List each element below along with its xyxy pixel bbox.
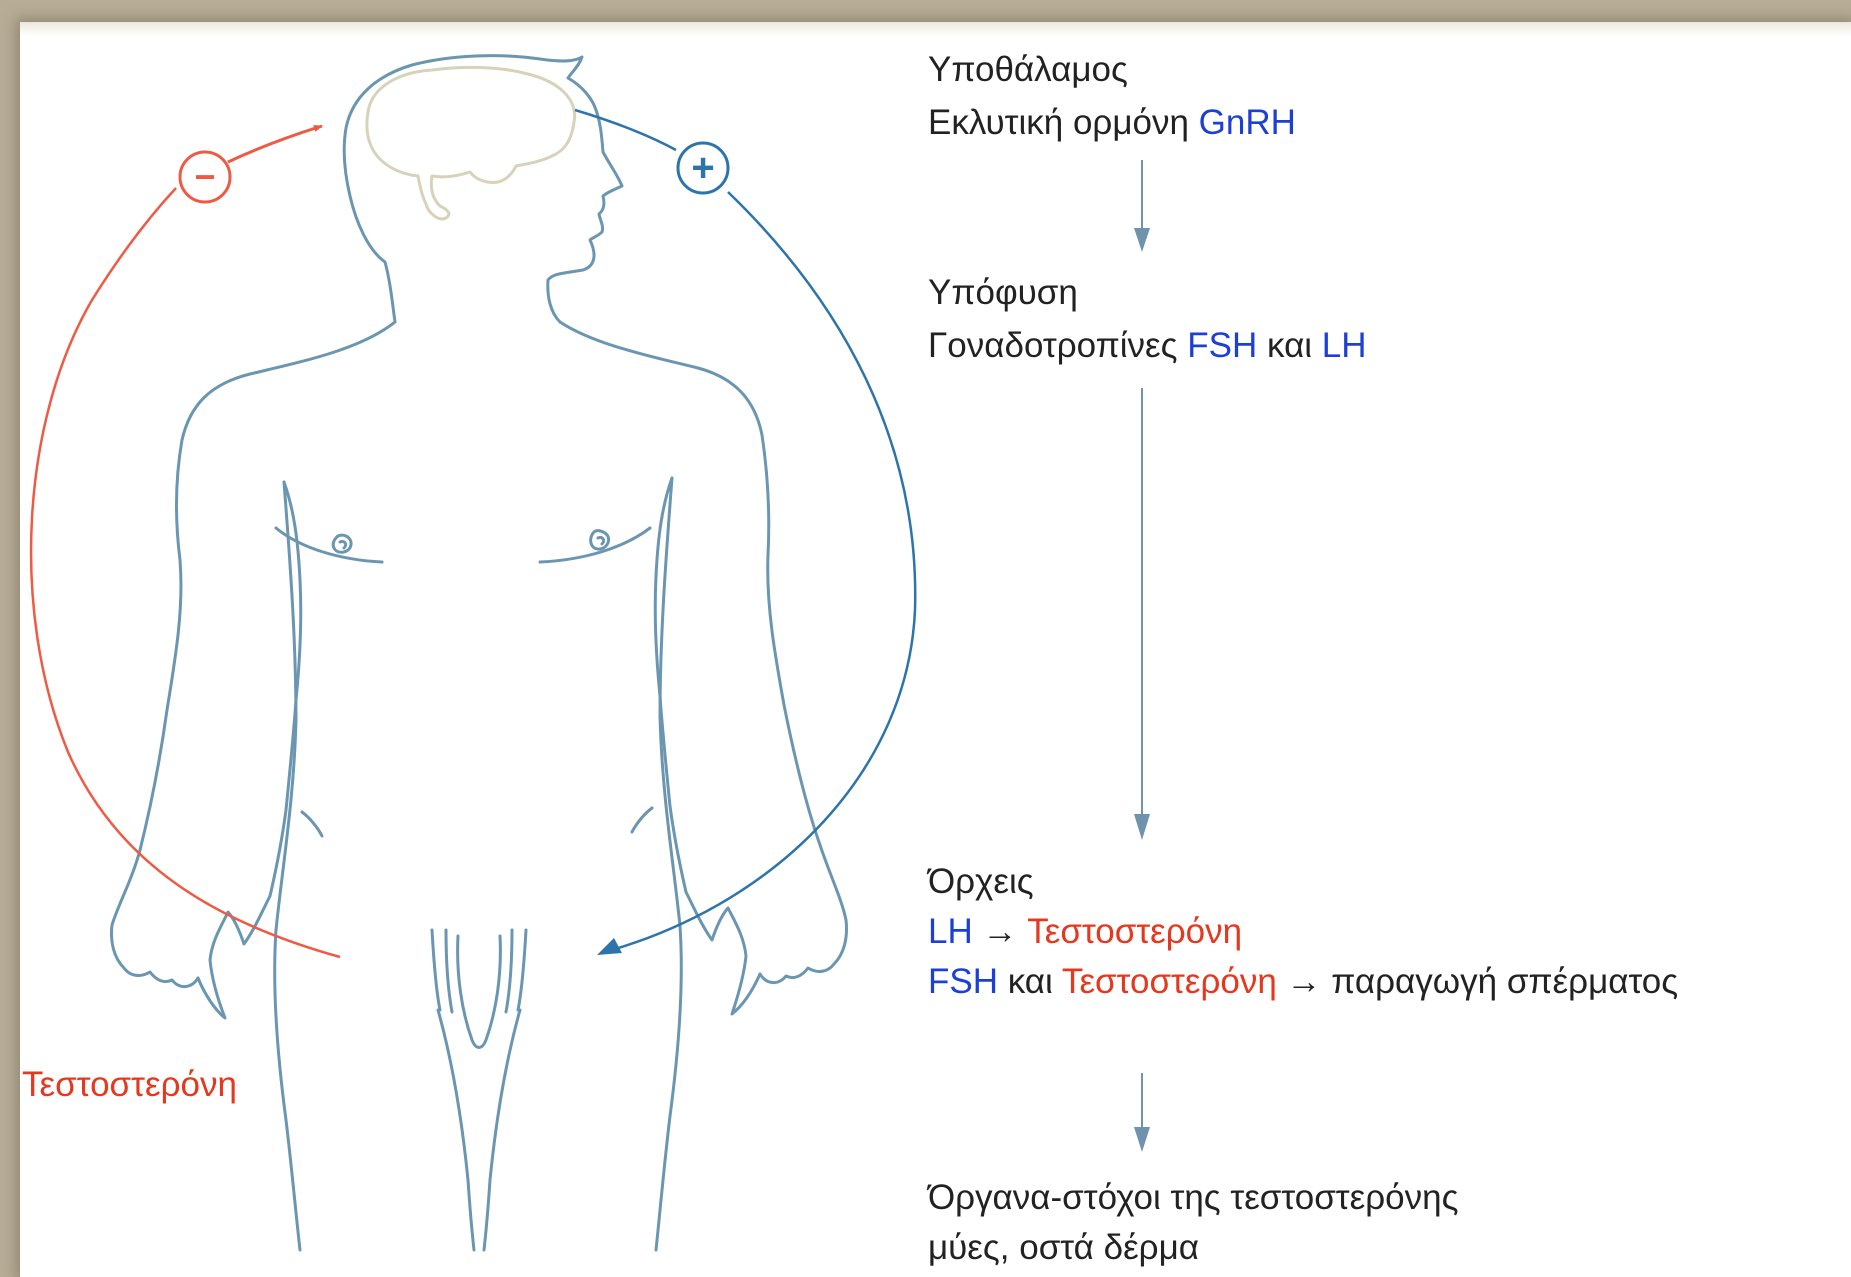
testes-line-1: LH → Τεστοστερόνη	[928, 912, 1242, 952]
brain-outline	[367, 67, 575, 219]
testes-lh-label: LH	[928, 912, 973, 951]
flow-arrows	[1134, 160, 1150, 1152]
pituitary-title: Υπόφυση	[928, 273, 1078, 313]
right-leg-inner-outline	[484, 1010, 520, 1250]
testes-line-2: FSH και Τεστοστερόνη → παραγωγή σπέρματο…	[928, 962, 1678, 1002]
testes-fsh-label: FSH	[928, 962, 998, 1001]
left-hand-outline	[198, 896, 270, 1018]
groin-detail-outline	[432, 930, 526, 1048]
positive-feedback-arc	[575, 110, 676, 150]
positive-sign-badge: +	[678, 143, 728, 193]
torso-left-side-outline	[275, 482, 300, 1250]
hypothalamus-line: Εκλυτική ορμόνη GnRH	[928, 103, 1296, 143]
testes-arrow-1: →	[973, 912, 1027, 951]
head-and-neck-outline	[344, 56, 622, 322]
negative-sign-text: −	[194, 156, 215, 197]
testes-arrow-2: →	[1277, 962, 1331, 1001]
chest-line-left	[276, 528, 382, 562]
torso-right-side-outline	[656, 478, 681, 1250]
arrowhead-2	[1134, 814, 1150, 840]
pituitary-joiner: και	[1257, 326, 1322, 365]
arrowhead-3	[1134, 1127, 1150, 1152]
gnrh-label: GnRH	[1199, 103, 1296, 142]
negative-sign-badge: −	[180, 152, 230, 202]
right-hand-outline	[686, 892, 760, 1014]
testosterone-loop-label: Τεστοστερόνη	[22, 1065, 237, 1105]
left-shoulder-arm-outline	[112, 322, 396, 987]
positive-sign-text: +	[691, 146, 714, 190]
pituitary-line-prefix: Γοναδοτροπίνες	[928, 326, 1187, 365]
testes-testosterone-label: Τεστοστερόνη	[1027, 912, 1242, 951]
sperm-production-label: παραγωγή σπέρματος	[1331, 962, 1678, 1001]
right-elbow-detail	[632, 808, 652, 832]
lh-label: LH	[1322, 326, 1367, 365]
right-shoulder-arm-outline	[560, 322, 847, 983]
testes-joiner: και	[998, 962, 1062, 1001]
pituitary-line: Γοναδοτροπίνες FSH και LH	[928, 326, 1367, 366]
positive-feedback-arrowhead	[597, 938, 622, 955]
right-nipple	[591, 531, 609, 549]
hypothalamus-title: Υποθάλαμος	[928, 50, 1128, 90]
testes-testosterone-label-2: Τεστοστερόνη	[1062, 962, 1277, 1001]
fsh-label: FSH	[1187, 326, 1257, 365]
testes-title: Όρχεις	[928, 862, 1034, 902]
negative-feedback-arc	[31, 188, 340, 957]
arrowhead-1	[1134, 228, 1150, 252]
left-nipple	[333, 535, 351, 552]
negative-feedback-arrow	[228, 126, 322, 162]
targets-title: Όργανα-στόχοι της τεστοστερόνης	[928, 1178, 1458, 1218]
left-leg-inner-outline	[438, 1010, 474, 1250]
targets-line: μύες, οστά δέρμα	[928, 1228, 1199, 1268]
left-elbow-detail	[302, 812, 322, 836]
hypothalamus-line-prefix: Εκλυτική ορμόνη	[928, 103, 1199, 142]
